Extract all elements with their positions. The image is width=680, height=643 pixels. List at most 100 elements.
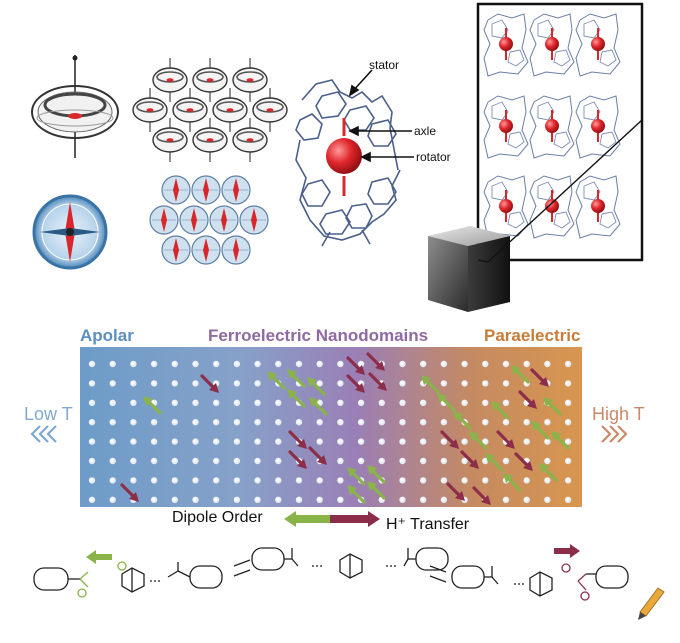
lattice-site xyxy=(316,438,323,445)
lattice-site xyxy=(461,380,468,387)
phase-band xyxy=(80,347,582,507)
lattice-site xyxy=(461,477,468,484)
lattice-site xyxy=(233,477,241,484)
lattice-site xyxy=(109,399,116,406)
lattice-site xyxy=(378,399,385,406)
lattice-site xyxy=(482,380,489,387)
lattice-site xyxy=(254,457,261,465)
lattice-site xyxy=(564,419,572,426)
stator-label: stator xyxy=(369,58,400,72)
lattice-site xyxy=(88,419,96,426)
dipole-arrow xyxy=(267,371,286,390)
lattice-site xyxy=(440,477,448,484)
lattice-site xyxy=(523,360,530,368)
lattice-unit xyxy=(483,175,529,239)
lattice-site xyxy=(213,360,220,368)
lattice-unit xyxy=(529,13,575,77)
lattice-site xyxy=(233,380,241,387)
lattice-site xyxy=(420,360,427,368)
lattice-site xyxy=(337,438,344,445)
dipole-arrow xyxy=(440,430,459,449)
dipole-arrow xyxy=(421,375,440,394)
lattice-site xyxy=(399,419,406,426)
lattice-unit xyxy=(575,13,621,77)
lattice-site xyxy=(275,496,282,503)
compass-unit-icon xyxy=(221,235,251,265)
gyroscope-array xyxy=(132,58,288,162)
lattice-site xyxy=(171,438,178,445)
lattice-site xyxy=(502,399,510,406)
order-transfer-arrow xyxy=(284,511,380,527)
compass-unit-icon xyxy=(209,205,239,235)
lattice-site xyxy=(420,457,427,465)
lattice-site xyxy=(130,457,137,465)
lattice-site xyxy=(461,457,468,465)
proton-transfer-caption: H⁺ Transfer xyxy=(386,516,470,533)
crystal-cube-icon xyxy=(428,226,510,312)
dipole-arrow xyxy=(200,374,219,393)
lattice-unit xyxy=(575,175,621,239)
lattice-site xyxy=(109,477,116,484)
lattice-site xyxy=(275,477,282,484)
lattice-site xyxy=(295,477,303,484)
lattice-site xyxy=(564,399,572,406)
lattice-site xyxy=(564,360,572,368)
lattice-site xyxy=(461,438,468,445)
dipole-lattice xyxy=(88,360,572,503)
lattice-site xyxy=(213,496,220,503)
lattice-site xyxy=(399,399,406,406)
lattice-site xyxy=(109,360,116,368)
lattice-site xyxy=(150,477,158,484)
lattice-site xyxy=(357,399,365,406)
lattice-site xyxy=(254,438,261,445)
lattice-site xyxy=(233,360,241,368)
dipole-arrow xyxy=(453,411,472,430)
lattice-site xyxy=(482,438,489,445)
lattice-site xyxy=(88,380,96,387)
lattice-site xyxy=(130,360,137,368)
compass-unit-icon xyxy=(149,205,179,235)
lattice-site xyxy=(171,496,178,503)
lattice-site xyxy=(564,477,572,484)
dipole-arrow xyxy=(446,482,465,501)
dipole-arrow xyxy=(287,389,306,408)
gyroscope-unit-icon xyxy=(192,118,228,162)
lattice-site xyxy=(420,438,427,445)
lattice-site xyxy=(482,419,489,426)
dipole-arrow xyxy=(346,356,365,375)
lattice-site xyxy=(213,438,220,445)
lattice-site xyxy=(233,496,241,503)
rotator-label: rotator xyxy=(416,150,451,164)
compass-unit-icon xyxy=(239,205,269,235)
lattice-site xyxy=(192,438,199,445)
lattice-site xyxy=(482,457,489,465)
lattice-site xyxy=(420,496,427,503)
lattice-site xyxy=(544,419,551,426)
lattice-site xyxy=(233,399,241,406)
lattice-site xyxy=(564,457,572,465)
gyroscope-unit-icon xyxy=(152,58,188,102)
lattice-site xyxy=(150,360,158,368)
lattice-site xyxy=(254,380,261,387)
dipole-arrows xyxy=(120,352,570,505)
lattice-site xyxy=(316,496,323,503)
dipole-arrow xyxy=(472,486,491,505)
lattice-site xyxy=(461,399,468,406)
lattice-site xyxy=(150,419,158,426)
lattice-site xyxy=(213,457,220,465)
lattice-site xyxy=(275,457,282,465)
lattice-unit xyxy=(575,95,621,159)
lattice-site xyxy=(150,457,158,465)
lattice-site xyxy=(461,360,468,368)
lattice-units xyxy=(483,13,621,239)
dipole-arrow xyxy=(120,483,139,502)
rotator-ball xyxy=(326,138,362,174)
lattice-site xyxy=(88,457,96,465)
high-t-chevrons xyxy=(601,425,628,443)
lattice-site xyxy=(88,438,96,445)
lattice-unit xyxy=(483,95,529,159)
lattice-site xyxy=(357,360,365,368)
dipole-arrow xyxy=(288,430,307,449)
lattice-site xyxy=(544,457,551,465)
lattice-site xyxy=(523,438,530,445)
